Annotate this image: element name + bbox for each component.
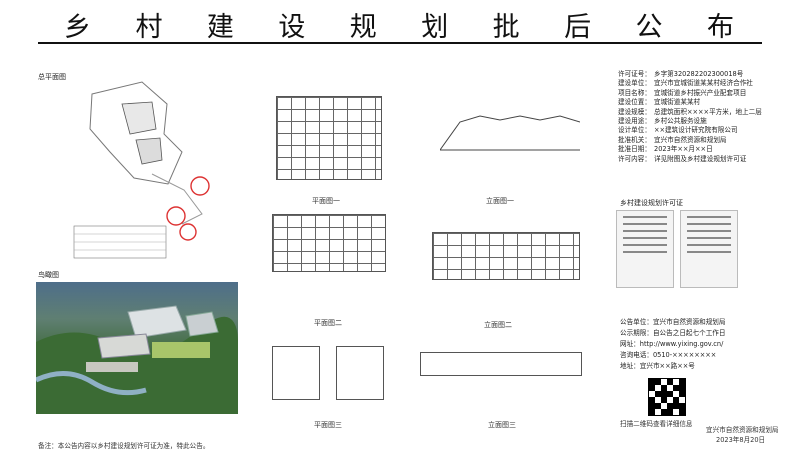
info-key: 设计单位： xyxy=(618,126,651,135)
elevation-1-drawing xyxy=(439,112,581,152)
info-key: 项目名称： xyxy=(618,88,651,97)
title-char: 规 xyxy=(349,11,379,43)
pub-value: 0510-×××××××× xyxy=(652,351,717,359)
info-key: 建设用途： xyxy=(618,117,651,126)
floor-plan-3a-drawing xyxy=(272,346,320,400)
elevation-3-caption: 立面图三 xyxy=(488,421,516,429)
pub-key: 网址： xyxy=(620,340,640,348)
info-value: 宜城街道某某村 xyxy=(654,98,701,107)
qr-caption: 扫描二维码查看详细信息 xyxy=(620,420,693,428)
info-value: 乡字第320282202300018号 xyxy=(654,70,744,78)
permit-document-back xyxy=(680,210,738,288)
pub-key: 咨询电话： xyxy=(620,351,653,359)
info-value: 2023年××月××日 xyxy=(654,145,713,154)
project-info: 许可证号：乡字第320282202300018号 建设单位：宜兴市宜城街道某某村… xyxy=(618,70,790,164)
info-value: 宜兴市宜城街道某某村经济合作社 xyxy=(654,79,753,88)
pub-key: 地址： xyxy=(620,362,640,370)
info-key: 建设单位： xyxy=(618,79,651,88)
aerial-photo xyxy=(36,282,238,414)
title-char: 村 xyxy=(135,11,165,43)
pub-value[interactable]: http://www.yixing.gov.cn/ xyxy=(639,340,724,348)
pub-value: 宜兴市自然资源和规划局 xyxy=(652,318,726,326)
info-value: 详见附图及乡村建设规划许可证 xyxy=(654,154,747,163)
title-char: 建 xyxy=(206,11,236,43)
info-key: 批准日期： xyxy=(618,145,651,154)
publish-date: 2023年8月20日 xyxy=(716,436,766,444)
title-char: 乡 xyxy=(64,11,93,43)
pub-value: 自公告之日起七个工作日 xyxy=(652,329,726,337)
permit-copy-label: 乡村建设规划许可证 xyxy=(620,199,683,207)
elevation-2-caption: 立面图二 xyxy=(484,321,512,329)
elevation-3-drawing xyxy=(420,352,582,376)
info-key: 建设规模： xyxy=(618,107,651,116)
info-key: 批准机关： xyxy=(618,135,651,144)
info-key: 许可内容： xyxy=(618,154,651,163)
site-plan-drawing xyxy=(72,74,242,264)
title-char: 设 xyxy=(278,11,308,43)
qr-code[interactable] xyxy=(648,378,686,416)
elevation-1-caption: 立面图一 xyxy=(486,197,514,205)
floor-plan-1-caption: 平面图一 xyxy=(312,197,340,205)
signature: 宜兴市自然资源和规划局 xyxy=(706,426,779,434)
floor-plan-3b-drawing xyxy=(336,346,384,400)
title-char: 批 xyxy=(492,11,522,43)
info-value: 总建筑面积××××平方米，地上二层 xyxy=(654,107,762,116)
info-value: 宜兴市自然资源和规划局 xyxy=(654,135,727,144)
info-value: 乡村公共服务设施 xyxy=(654,117,707,126)
permit-document-front xyxy=(616,210,674,288)
floor-plan-2-caption: 平面图二 xyxy=(314,319,342,327)
site-plan-label: 总平面图 xyxy=(38,73,66,81)
pub-value: 宜兴市××路××号 xyxy=(639,362,695,370)
elevation-2-drawing xyxy=(432,232,580,280)
publication-info: 公告单位：宜兴市自然资源和规划局 公示期限：自公告之日起七个工作日 网址：htt… xyxy=(620,317,790,372)
title-char: 布 xyxy=(706,11,736,43)
page-title: 乡 村 建 设 规 划 批 后 公 布 xyxy=(38,6,762,44)
title-char: 划 xyxy=(421,11,451,43)
floor-plan-2-drawing xyxy=(272,214,386,272)
info-key: 建设位置： xyxy=(618,98,651,107)
info-value: ××建筑设计研究院有限公司 xyxy=(654,126,738,135)
aerial-label: 鸟瞰图 xyxy=(38,271,59,279)
info-key: 许可证号： xyxy=(618,70,651,78)
footnote: 备注：本公告内容以乡村建设规划许可证为准，特此公告。 xyxy=(38,442,210,450)
floor-plan-3-caption: 平面图三 xyxy=(314,421,342,429)
title-char: 公 xyxy=(635,11,665,43)
pub-key: 公示期限： xyxy=(620,329,653,337)
floor-plan-1-drawing xyxy=(276,96,382,180)
title-char: 后 xyxy=(564,11,594,43)
info-value: 宜城街道乡村振兴产业配套项目 xyxy=(654,88,747,97)
pub-key: 公告单位： xyxy=(620,318,653,326)
